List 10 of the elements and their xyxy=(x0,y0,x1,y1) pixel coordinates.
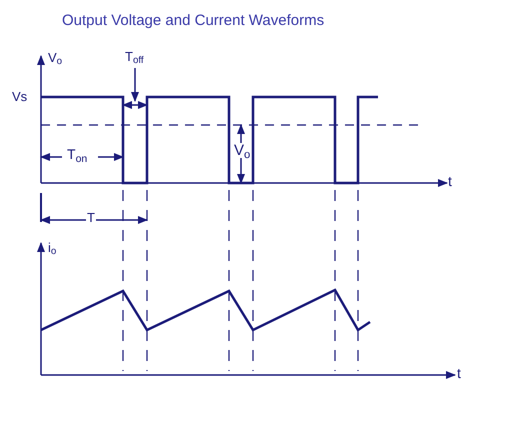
axis-label: Vs xyxy=(12,90,28,103)
axis-label: T$_{on}$ xyxy=(66,147,88,161)
axis-label: i$_{o}$ xyxy=(48,241,56,254)
axis-label: V$_{o}$ xyxy=(233,143,252,158)
chart-title: Output Voltage and Current Waveforms xyxy=(62,11,324,31)
axis-label: T xyxy=(86,211,96,224)
axis-label: t xyxy=(457,366,461,380)
axis-label: t xyxy=(448,174,452,188)
axis-label: T$_{off}$ xyxy=(125,50,144,63)
axis-label: V$_{o}$ xyxy=(48,51,62,64)
